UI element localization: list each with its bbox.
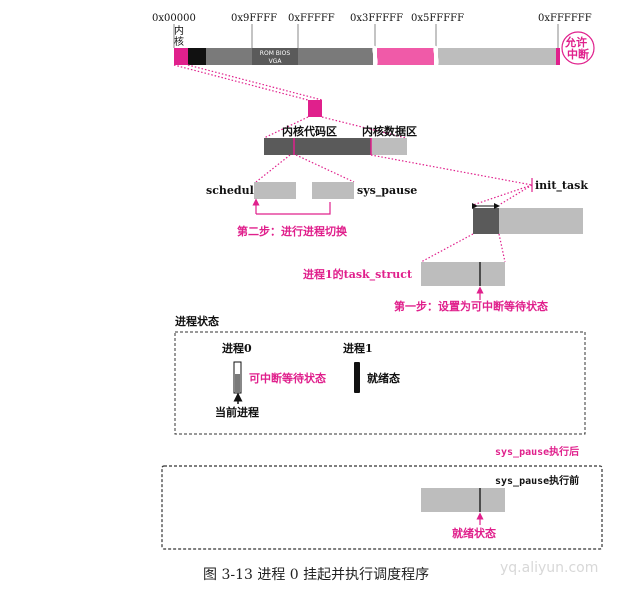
process0-indicator-fill	[235, 374, 240, 393]
init-task-header	[473, 208, 499, 234]
process-state-box	[174, 331, 586, 435]
interrupt-badge-label: 允许 中断	[564, 35, 591, 61]
zoom-lines	[173, 64, 407, 139]
before-box	[161, 465, 603, 550]
bar-end-marker	[556, 48, 560, 65]
kernel-char-1: 内	[174, 24, 184, 37]
init-task-area: init_task	[472, 178, 588, 234]
task-struct-label: 进程1的task_struct	[303, 267, 413, 282]
kernel-data-area	[371, 138, 407, 155]
kernel-segment	[174, 48, 188, 65]
kernel-label: 内 核	[174, 24, 187, 48]
addr-label-4: 0x5FFFFF	[411, 13, 464, 24]
memory-segment-buffer	[298, 48, 373, 65]
init-task-label: init_task	[535, 179, 588, 193]
process-state-title: 进程状态	[175, 314, 219, 328]
process1-indicator	[354, 362, 360, 393]
vga-label: VGA	[269, 58, 283, 65]
process-state-panel: 进程状态 进程0 可中断等待状态 当前进程 进程1 就绪态	[174, 314, 586, 435]
rom-bios-label: ROM BIOS	[260, 50, 291, 57]
current-process-label: 当前进程	[215, 405, 259, 419]
memory-segment-low	[206, 48, 252, 65]
badge-line-2: 中断	[567, 47, 589, 61]
addr-label-5: 0xFFFFFF	[538, 13, 592, 24]
kernel-zoom-block	[308, 100, 322, 117]
break-mark-1	[372, 45, 378, 68]
addr-label-2: 0xFFFFF	[288, 13, 335, 24]
addr-ticks	[173, 24, 559, 48]
kernel-code-label: 内核代码区	[282, 124, 337, 138]
task-struct-area: 进程1的task_struct 第一步：设置为可中断等待状态	[303, 262, 548, 313]
before-panel: sys_pause执行前 就绪状态	[161, 465, 603, 550]
ramdisk-segment	[377, 48, 434, 65]
sys-pause-label: sys_pause	[357, 184, 417, 198]
addr-label-1: 0x9FFFF	[231, 13, 277, 24]
init-task-body	[499, 208, 583, 234]
process0-label: 进程0	[222, 341, 252, 355]
step2-label: 第二步：进行进程切换	[237, 224, 348, 238]
before-task-struct	[421, 488, 505, 512]
kernel-char-2: 核	[174, 35, 184, 48]
process0-state: 可中断等待状态	[249, 371, 326, 385]
addr-label-3: 0x3FFFFF	[350, 13, 403, 24]
interrupt-badge	[561, 31, 595, 65]
watermark: yq.aliyun.com	[500, 560, 598, 576]
memory-map: 0x00000 0x9FFFF 0xFFFFF 0x3FFFFF 0x5FFFF…	[152, 13, 595, 68]
ready-state-label: 就绪状态	[452, 526, 496, 540]
step1-label: 第一步：设置为可中断等待状态	[394, 299, 548, 313]
after-label: sys_pause执行后	[495, 445, 579, 458]
switch-area: schedule sys_pause 第二步：进行进程切换	[206, 182, 417, 238]
schedule-label: schedule	[206, 184, 261, 197]
sys-pause-block	[312, 182, 354, 199]
badge-line-1: 允许	[564, 35, 587, 49]
kernel-code-area	[264, 138, 371, 155]
process1-label: 进程1	[343, 341, 373, 355]
break-mark-2	[433, 45, 439, 68]
kernel-data-label: 内核数据区	[362, 124, 417, 138]
task-zoom-lines	[420, 233, 506, 263]
figure-caption: 图 3-13 进程 0 挂起并执行调度程序	[203, 567, 429, 583]
main-memory-segment	[438, 48, 556, 65]
code-zoom-lines	[255, 154, 533, 206]
rom-bios-vga-segment	[252, 48, 298, 65]
process1-state: 就绪态	[367, 371, 400, 385]
before-label: sys_pause执行前	[495, 474, 579, 487]
schedule-block	[254, 182, 296, 199]
kernel-areas: 内核代码区 内核数据区	[264, 124, 417, 155]
step2-bracket	[256, 202, 331, 215]
black-segment	[188, 48, 206, 65]
addr-label-0: 0x00000	[152, 13, 196, 24]
task-struct-block	[421, 262, 505, 286]
